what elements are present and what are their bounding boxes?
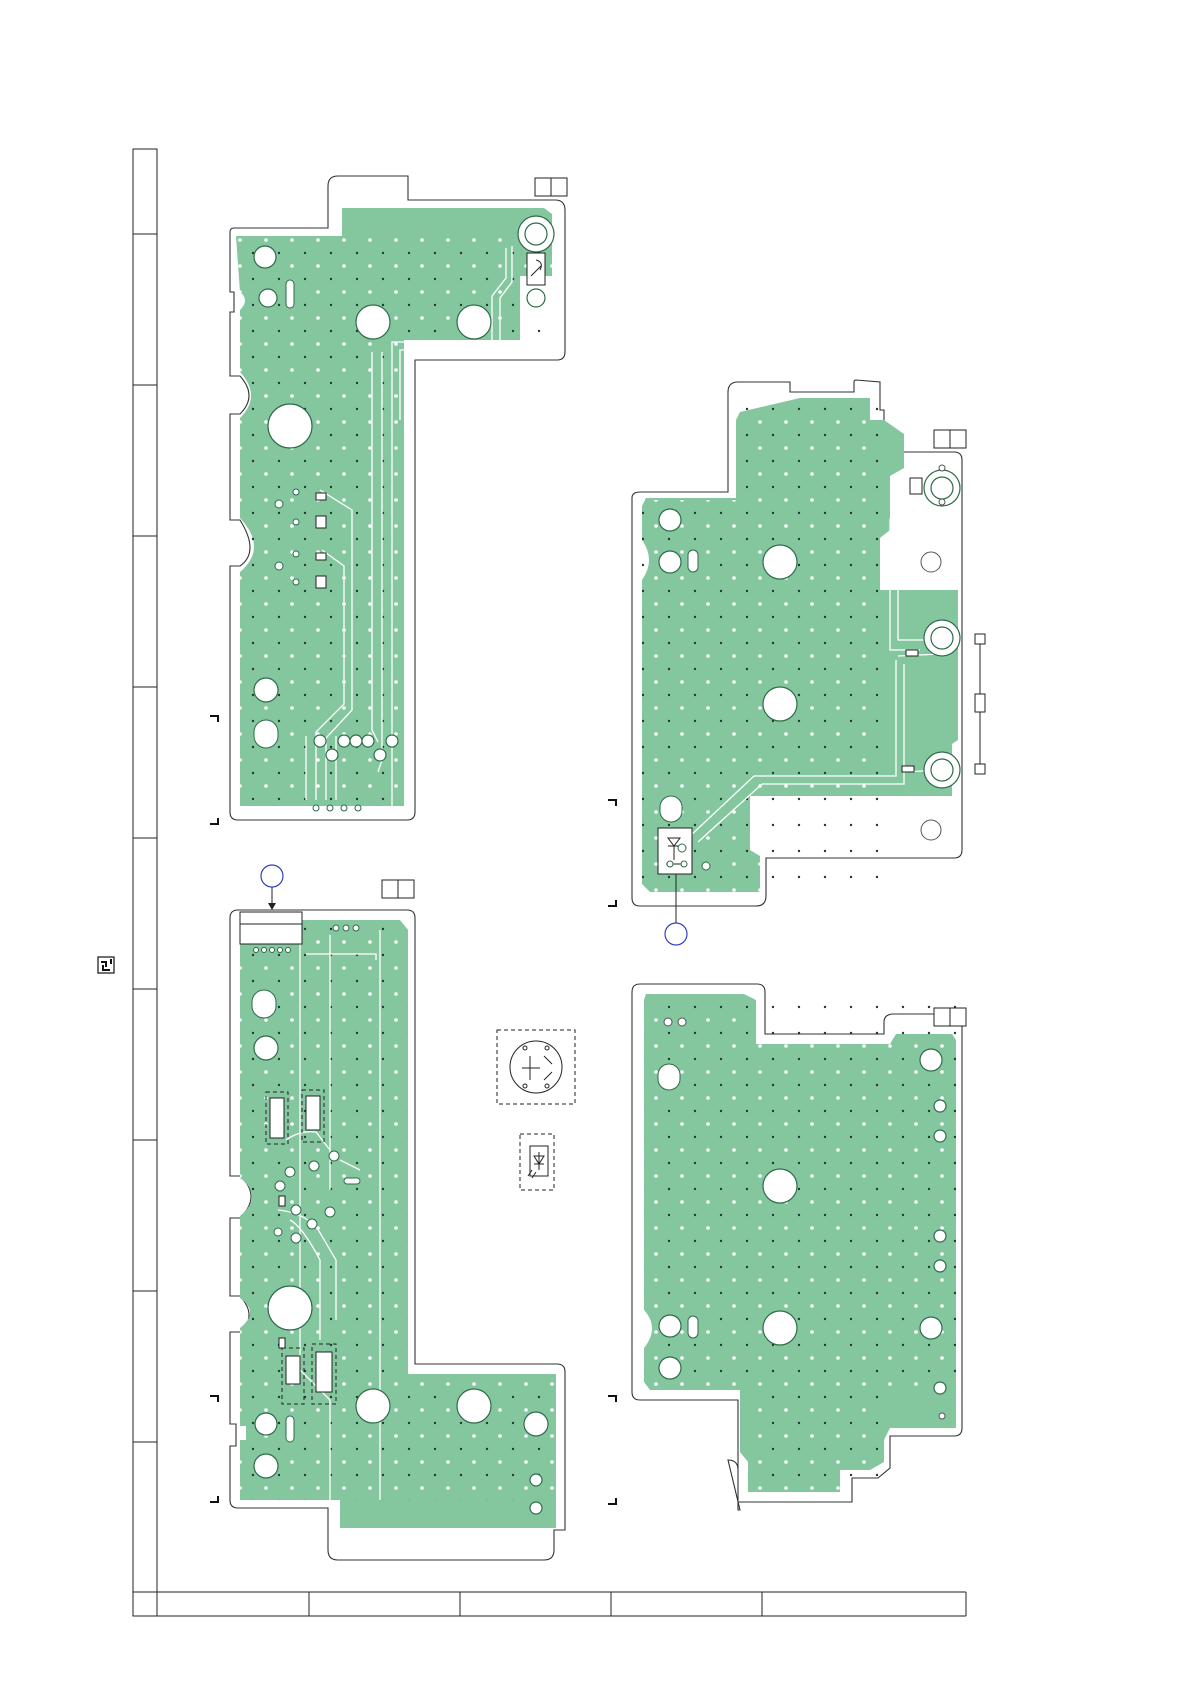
board-a [230, 176, 567, 820]
frame-column-separators [157, 1592, 762, 1616]
board-c-label-box [934, 430, 966, 448]
board-a-label-box [535, 178, 567, 196]
board-d-label-box [934, 1008, 966, 1026]
switch-symbol [497, 1030, 575, 1104]
board-b [230, 880, 565, 1560]
board-d [632, 984, 966, 1510]
board-c [632, 380, 985, 906]
switch-legend-brackets [975, 634, 985, 774]
logo-icon [98, 957, 114, 973]
frame-row-separators [133, 234, 157, 1442]
connector-marker [261, 865, 283, 910]
led-symbol [520, 1134, 554, 1190]
board-b-label-box [382, 880, 414, 898]
